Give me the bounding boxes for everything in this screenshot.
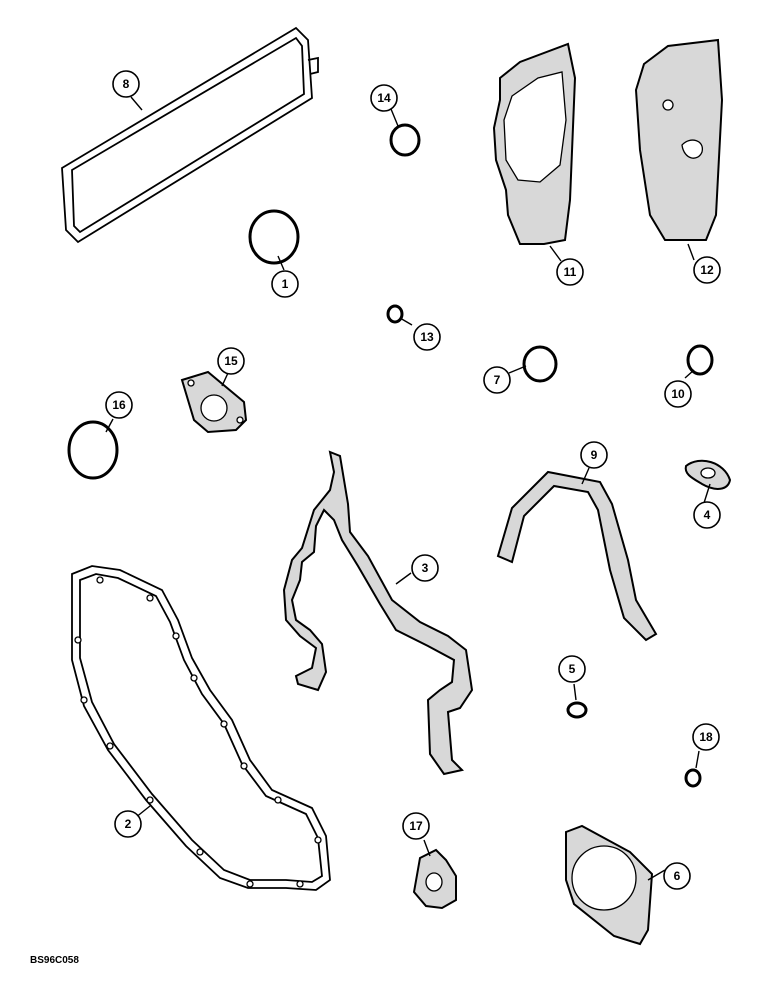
svg-text:12: 12	[700, 263, 714, 277]
callout-15: 15	[217, 347, 245, 375]
callout-2: 2	[114, 810, 142, 838]
svg-text:10: 10	[671, 387, 685, 401]
svg-text:9: 9	[591, 448, 598, 462]
part-11-plate-gasket	[492, 42, 577, 245]
part-8-valve-cover-gasket	[61, 26, 319, 244]
svg-text:1: 1	[282, 277, 289, 291]
svg-text:5: 5	[569, 662, 576, 676]
callout-9: 9	[580, 441, 608, 469]
part-4-small-gasket	[684, 459, 732, 490]
part-7-o-ring	[522, 345, 558, 383]
callout-4: 4	[693, 501, 721, 529]
part-12-plate-gasket	[634, 38, 724, 241]
callout-8: 8	[112, 70, 140, 98]
part-6-round-flange-gasket	[565, 824, 654, 946]
callout-3: 3	[411, 554, 439, 582]
svg-text:4: 4	[704, 508, 711, 522]
part-5-o-ring	[566, 701, 588, 719]
callout-5: 5	[558, 655, 586, 683]
callout-6: 6	[663, 862, 691, 890]
svg-text:18: 18	[699, 730, 713, 744]
svg-text:6: 6	[674, 869, 681, 883]
svg-text:7: 7	[494, 373, 501, 387]
svg-text:17: 17	[409, 819, 423, 833]
part-18-washer	[684, 768, 702, 788]
callout-17: 17	[402, 812, 430, 840]
callout-7: 7	[483, 366, 511, 394]
svg-text:8: 8	[123, 77, 130, 91]
callout-14: 14	[370, 84, 398, 112]
part-9-arch-gasket	[496, 470, 658, 642]
part-1-seal-ring	[248, 209, 300, 265]
svg-text:15: 15	[224, 354, 238, 368]
callout-12: 12	[693, 256, 721, 284]
callout-18: 18	[692, 723, 720, 751]
svg-text:2: 2	[125, 817, 132, 831]
part-17-flange-gasket	[412, 848, 457, 910]
part-2-gear-cover-gasket	[71, 565, 331, 891]
callout-11: 11	[556, 258, 584, 286]
part-14-o-ring	[389, 123, 421, 157]
svg-text:13: 13	[420, 330, 434, 344]
figure-reference-code: BS96C058	[30, 955, 79, 966]
part-3-front-cover-gasket	[282, 450, 474, 776]
callout-13: 13	[413, 323, 441, 351]
svg-text:11: 11	[564, 265, 577, 279]
callout-16: 16	[105, 391, 133, 419]
leader-lines	[105, 96, 711, 881]
svg-text:3: 3	[422, 561, 429, 575]
part-15-flange-gasket	[180, 370, 248, 434]
part-10-o-ring	[686, 344, 714, 376]
svg-text:16: 16	[112, 398, 126, 412]
part-13-washer	[386, 304, 404, 324]
callout-1: 1	[271, 270, 299, 298]
callout-10: 10	[664, 380, 692, 408]
part-16-large-o-ring	[67, 420, 119, 480]
svg-text:14: 14	[377, 91, 391, 105]
